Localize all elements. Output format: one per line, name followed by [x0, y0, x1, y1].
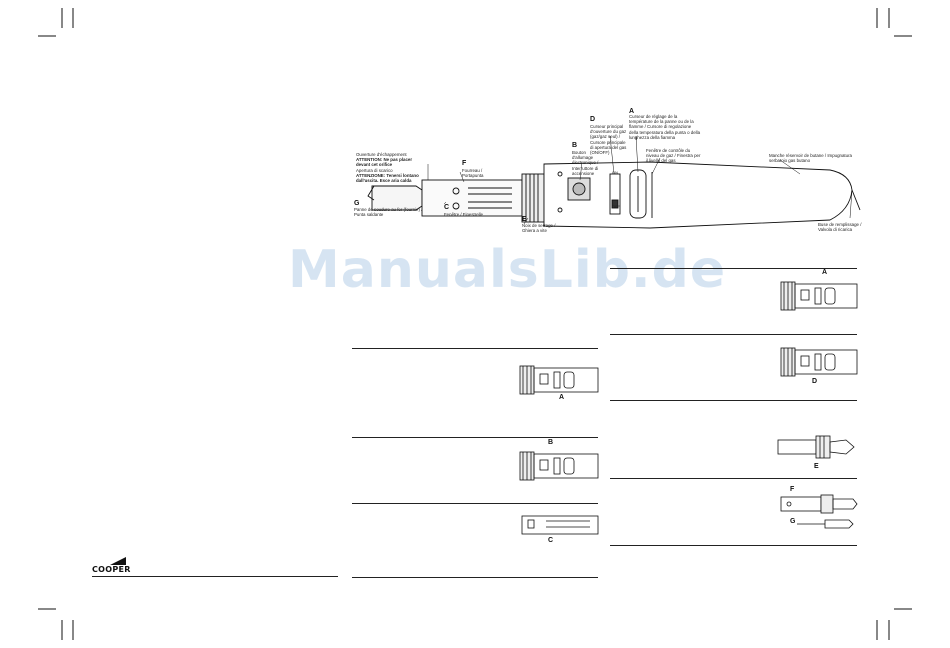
divider-right-1: [610, 268, 857, 269]
watermark: ManualsLib.de: [288, 240, 727, 300]
step-right-4-letter-g: G: [790, 518, 796, 525]
label-b-text: Bouton d'allumage électronique / Interru…: [572, 150, 599, 176]
divider-right-5: [610, 545, 857, 546]
label-b-letter: B: [572, 142, 578, 149]
step-right-3-letter: E: [814, 463, 819, 470]
label-exhaust: Ouverture d'échappement ATTENTION: Ne pa…: [356, 152, 419, 184]
step-illustration-button-b: [519, 451, 599, 481]
label-f-letter: F: [462, 160, 467, 167]
label-a-letter: A: [629, 108, 635, 115]
label-f-text: Fourreau / Portapunta: [462, 168, 484, 179]
label-a-text: Curseur de réglage de la température de …: [629, 114, 701, 140]
divider-left-2: [352, 437, 598, 438]
divider-right-4: [610, 478, 857, 479]
brand-logo-mark: [110, 557, 126, 565]
step-right-1-letter: A: [822, 269, 828, 276]
step-illustration-switch-d: [780, 347, 858, 377]
step-illustration-nut-e: [777, 435, 855, 459]
label-c-text: Fenêtre / Finestrelle: [444, 212, 484, 217]
step-left-3-letter: C: [548, 537, 554, 544]
label-e-letter: E: [522, 216, 527, 223]
label-gas-window: Fenêtre de contrôle du niveau de gaz / F…: [646, 148, 701, 164]
label-handle: Manche réservoir de butane / Impugnatura…: [769, 153, 852, 164]
label-refill: Buse de remplissage / Valvola di ricaric…: [818, 222, 862, 233]
label-e-text: Noix de serrage / Ghiera a vite: [522, 223, 556, 234]
step-illustration-slider-a: [519, 365, 599, 395]
footer-rule: [92, 576, 338, 577]
soldering-tool-illustration: [367, 135, 861, 229]
step-illustration-sleeve-f-tip-g: [780, 494, 858, 529]
step-right-4-letter-f: F: [790, 486, 795, 493]
divider-left-1: [352, 348, 598, 349]
switch-off-label: OFF: [612, 204, 620, 209]
step-left-2-letter: B: [548, 439, 554, 446]
label-d-text: Curseur principal d'ouverture du gaz (ga…: [590, 124, 627, 156]
step-right-2-letter: D: [812, 378, 818, 385]
brand-name: COOPER: [92, 565, 131, 574]
switch-on-label: ON: [612, 170, 618, 175]
label-g-letter: G: [354, 200, 360, 207]
divider-right-3: [610, 400, 857, 401]
label-g-text: Panne de soudure au fer (fournie) / Punt…: [354, 207, 423, 218]
divider-left-4: [352, 577, 598, 578]
divider-left-3: [352, 503, 598, 504]
label-c-letter: C: [444, 204, 450, 211]
step-illustration-slider-a-right: [780, 281, 858, 311]
label-d-letter: D: [590, 116, 596, 123]
step-illustration-window-c: [521, 515, 599, 535]
step-left-1-letter: A: [559, 394, 565, 401]
divider-right-2: [610, 334, 857, 335]
